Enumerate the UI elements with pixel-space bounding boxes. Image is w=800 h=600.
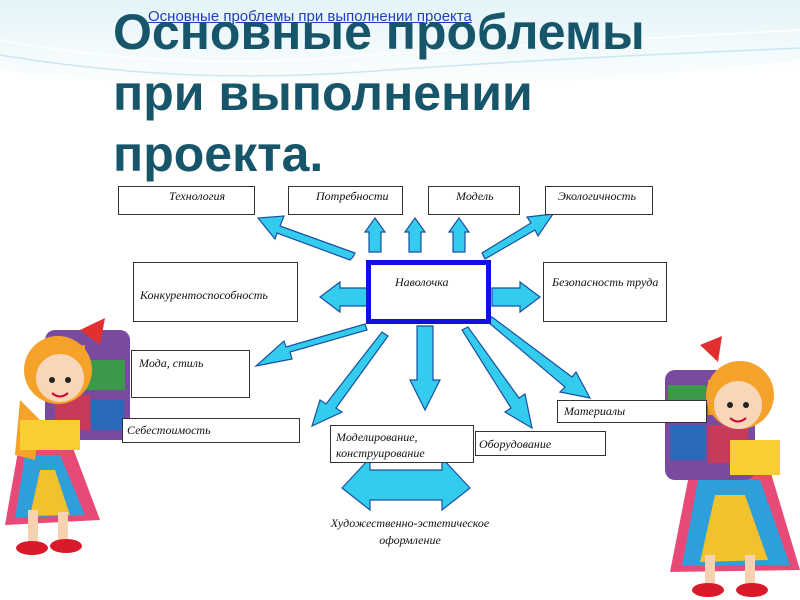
arrow-to-equipment: [461, 326, 533, 430]
header-small-title: Основные проблемы при выполнении проекта: [148, 8, 472, 25]
arrow-to-model-2: [447, 216, 471, 253]
arrow-to-competitiveness: [319, 280, 368, 314]
center-box-label: Наволочка: [395, 275, 449, 289]
bottom-caption: Художественно-эстетическое оформление: [330, 516, 490, 547]
double-arrow-bottom: [341, 456, 471, 512]
box-equipment-label: Оборудование: [479, 437, 552, 451]
box-ecology-label: Экологичность: [558, 189, 636, 203]
box-modeling: Моделирование, конструирование: [330, 425, 474, 463]
arrow-to-cost: [311, 331, 389, 428]
box-competitiveness-label: Конкурентоспособность: [140, 288, 268, 302]
box-cost: Себестоимость: [122, 418, 300, 443]
box-needs: Потребности: [288, 186, 403, 215]
box-model-label: Модель: [456, 189, 494, 203]
box-ecology: Экологичность: [545, 186, 653, 215]
box-fashion-label: Мода, стиль: [139, 356, 204, 370]
box-materials: Материалы: [557, 400, 707, 423]
arrow-to-modeling: [409, 325, 441, 412]
box-materials-label: Материалы: [564, 404, 626, 418]
box-safety-label: Безопасность труда: [552, 275, 659, 289]
page-title: Основные проблемы при выполнении проекта…: [113, 4, 645, 182]
girl-right: [665, 336, 800, 597]
box-technology: Технология: [118, 186, 255, 215]
arrow-to-fashion: [253, 323, 368, 368]
box-safety: Безопасность труда: [543, 262, 667, 322]
girl-left: [5, 318, 130, 555]
arrow-to-technology: [256, 215, 356, 261]
arrow-to-model: [403, 216, 427, 253]
arrow-to-ecology: [481, 213, 555, 260]
center-box: Наволочка: [366, 260, 491, 324]
arrow-to-safety: [491, 280, 541, 314]
arrow-to-needs: [363, 216, 387, 253]
box-model: Модель: [428, 186, 520, 215]
box-technology-label: Технология: [169, 189, 226, 203]
box-fashion: Мода, стиль: [131, 350, 250, 398]
arrow-to-materials: [487, 316, 592, 399]
box-cost-label: Себестоимость: [127, 423, 211, 437]
box-equipment: Оборудование: [475, 431, 606, 456]
box-modeling-label: Моделирование, конструирование: [336, 430, 425, 460]
box-needs-label: Потребности: [316, 189, 389, 203]
box-competitiveness: Конкурентоспособность: [133, 262, 298, 322]
